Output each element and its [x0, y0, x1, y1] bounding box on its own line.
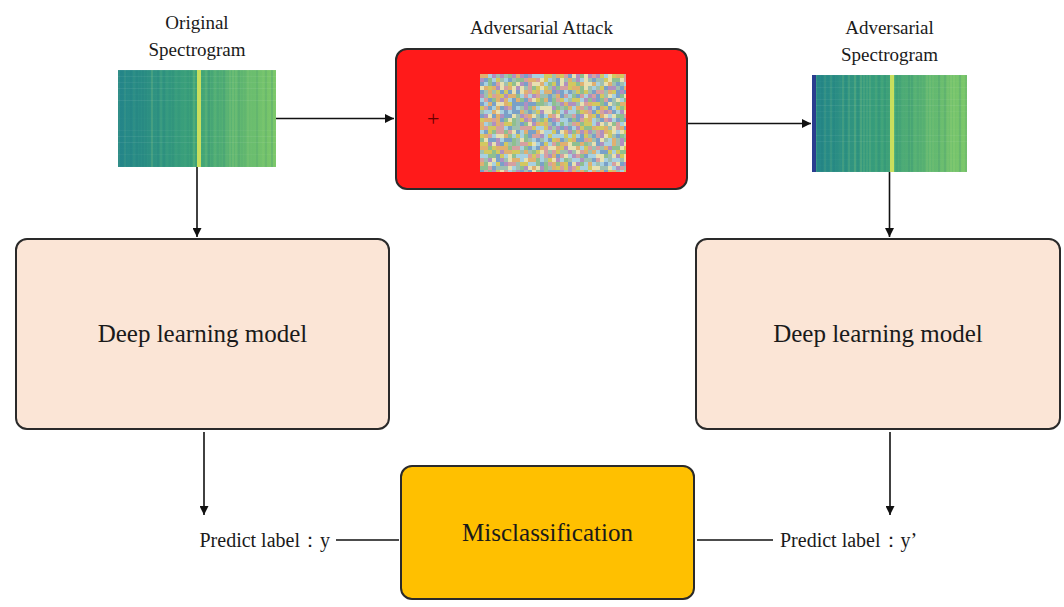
link-line — [697, 539, 773, 540]
result-box: Misclassification — [400, 465, 695, 600]
predict-label: Predict label：y — [199, 527, 330, 554]
model-box: Deep learning model — [695, 238, 1061, 430]
flow-arrow — [276, 118, 394, 120]
spectrogram-image: Adversarial Spectrogram — [812, 75, 967, 172]
output-arrow — [203, 432, 205, 515]
model-box: Deep learning model — [15, 238, 390, 430]
predict-label: Predict label：y’ — [780, 527, 917, 554]
output-arrow — [889, 432, 891, 515]
spectrogram-image: Original Spectrogram — [118, 70, 276, 167]
link-line — [336, 539, 399, 540]
flow-arrow — [196, 167, 198, 237]
box-label: Deep learning model — [697, 320, 1059, 348]
box-heading: Adversarial Attack — [470, 14, 613, 42]
spectrogram-picture — [118, 70, 276, 167]
flow-arrow — [889, 172, 891, 237]
box-label: Deep learning model — [17, 320, 388, 348]
noise-picture — [480, 74, 626, 172]
plus-sign: + — [427, 106, 439, 132]
attack-box: Adversarial Attack+ — [395, 48, 688, 190]
spectrogram-picture — [812, 75, 967, 172]
box-label: Misclassification — [402, 519, 693, 547]
image-heading: Adversarial Spectrogram — [830, 14, 950, 69]
flow-arrow — [688, 123, 811, 125]
image-heading: Original Spectrogram — [137, 9, 257, 64]
